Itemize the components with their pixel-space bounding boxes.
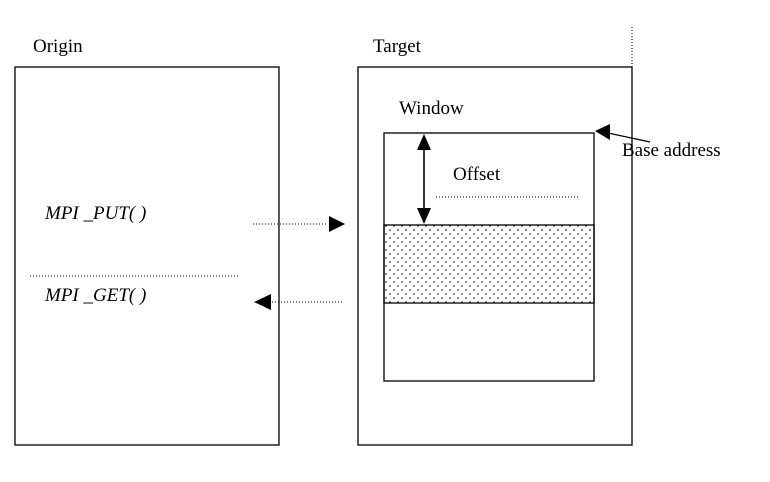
offset-arrow-up-head xyxy=(417,134,431,150)
window-label: Window xyxy=(399,98,464,119)
offset-label: Offset xyxy=(453,164,501,185)
base-address-arrow-shaft xyxy=(607,132,651,143)
get-arrow-head xyxy=(254,294,271,310)
base-address-arrow-head xyxy=(595,124,610,140)
offset-arrow-down-head xyxy=(417,208,431,224)
mpi-put-label: MPI _PUT( ) xyxy=(44,203,146,224)
target-label: Target xyxy=(373,36,422,57)
origin-box xyxy=(14,66,280,446)
base-address-label: Base address xyxy=(622,140,721,161)
put-arrow-head xyxy=(329,216,345,232)
target-box xyxy=(357,66,633,446)
origin-label: Origin xyxy=(33,36,83,57)
accessed-region xyxy=(383,224,595,304)
mpi-get-label: MPI _GET( ) xyxy=(44,285,146,306)
